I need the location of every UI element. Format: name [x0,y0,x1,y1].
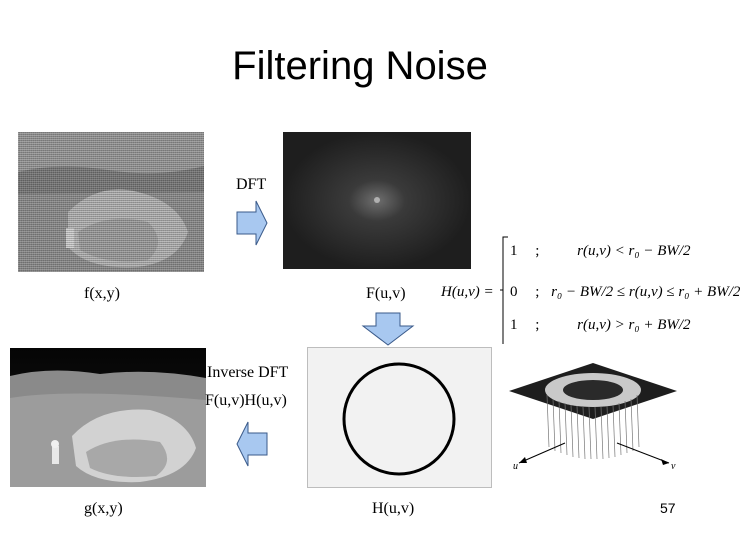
label-f: f(x,y) [84,285,120,302]
filter-3d-plot: u v [505,355,681,480]
case-row-2: 0 ; r₀ − BW/2 ≤ r(u,v) ≤ r₀ + BW/2 [510,284,740,301]
case-value-1: 1 [510,243,518,259]
label-H: H(u,v) [372,500,415,517]
filtered-image [10,348,206,487]
case-condition-2: r₀ − BW/2 ≤ r(u,v) ≤ r₀ + BW/2 [551,284,740,300]
page-number: 57 [660,500,676,516]
axis-v-label: v [671,461,676,472]
case-value-2: 0 [510,284,518,300]
right-arrow-icon [236,200,268,251]
label-g: g(x,y) [84,500,123,517]
label-inverse-dft: Inverse DFT [207,364,289,381]
case-row-3: 1 ; r(u,v) > r₀ + BW/2 [510,317,691,334]
spectrum-image [283,132,471,269]
axis-u-label: u [513,461,518,472]
case-sep-1: ; [535,243,540,259]
label-F: F(u,v) [366,285,406,302]
case-condition-3: r(u,v) > r₀ + BW/2 [577,317,691,333]
label-product: F(u,v)H(u,v) [205,392,287,409]
case-sep-3: ; [535,317,540,333]
noisy-image [18,132,204,272]
case-value-3: 1 [510,317,518,333]
filter-image [307,347,492,488]
case-condition-1: r(u,v) < r₀ − BW/2 [577,243,691,259]
equation-lhs: H(u,v) = [441,284,494,300]
slide-title: Filtering Noise [232,44,488,88]
case-sep-2: ; [535,284,540,300]
label-dft: DFT [236,176,267,193]
case-row-1: 1 ; r(u,v) < r₀ − BW/2 [510,243,691,260]
down-arrow-icon [361,312,415,351]
left-arrow-icon [236,421,268,472]
equation-brace [499,236,509,349]
